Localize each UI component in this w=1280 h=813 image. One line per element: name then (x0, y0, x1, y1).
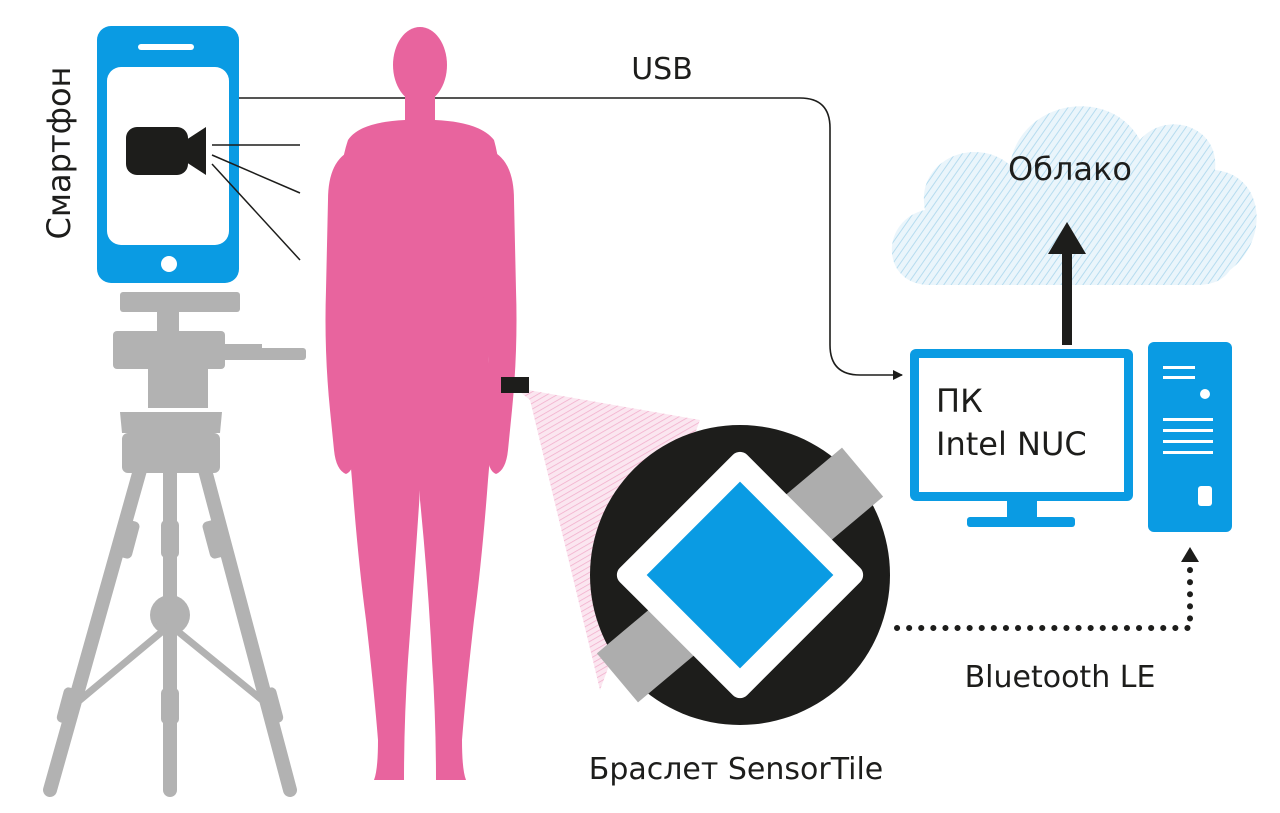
pc-label-line2: Intel NUC (936, 425, 1087, 463)
bluetooth-connection-line (894, 557, 1193, 631)
bluetooth-arrow-head (1181, 547, 1199, 562)
usb-connection-line (238, 97, 903, 380)
sensor-bracelet-icon (590, 425, 890, 725)
monitor-icon (910, 349, 1133, 527)
usb-label: USB (631, 52, 693, 87)
cloud-icon (891, 106, 1257, 285)
human-silhouette-icon (325, 27, 517, 780)
cloud-label: Облако (1008, 150, 1132, 188)
pc-tower-icon (1148, 342, 1232, 532)
pc-label-line1: ПК (936, 382, 983, 420)
bracelet-label: Браслет SensorTile (589, 752, 884, 787)
upload-arrow (1048, 222, 1086, 345)
camera-view-lines (211, 144, 301, 261)
video-camera-icon (126, 127, 206, 175)
bluetooth-label: Bluetooth LE (965, 660, 1156, 695)
wrist-sensor (501, 377, 529, 393)
tripod-icon (43, 292, 306, 797)
smartphone-label: Смартфон (40, 67, 78, 240)
